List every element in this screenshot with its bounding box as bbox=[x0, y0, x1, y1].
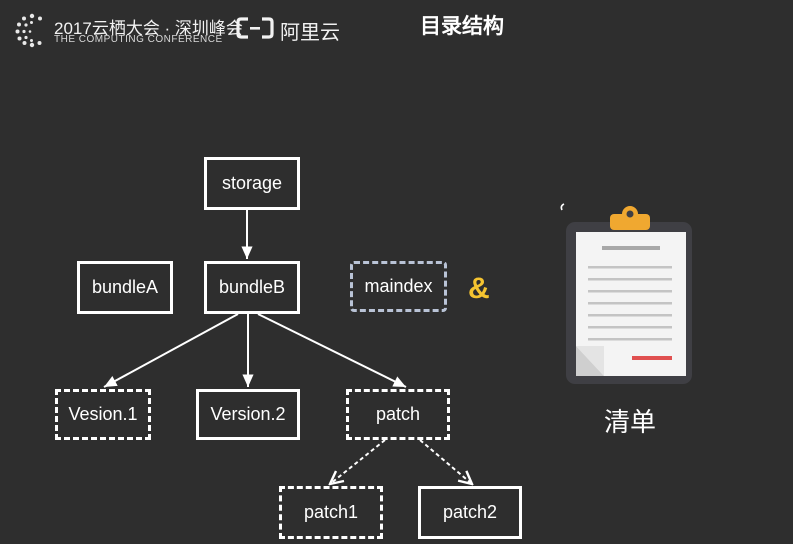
clipboard-icon bbox=[560, 203, 692, 384]
node-maindex: maindex bbox=[350, 261, 447, 312]
node-storage: storage bbox=[204, 157, 300, 210]
page-title: 目录结构 bbox=[420, 15, 504, 38]
edge-patch-patch2 bbox=[419, 439, 472, 484]
conference-subtitle: THE COMPUTING CONFERENCE bbox=[54, 34, 223, 45]
node-patch2-label: patch2 bbox=[442, 502, 498, 522]
node-vesion1-label: Vesion.1 bbox=[68, 404, 138, 424]
node-patch: patch bbox=[346, 389, 450, 440]
node-patch-label: patch bbox=[375, 404, 421, 424]
conference-logo-icon bbox=[15, 13, 42, 48]
aliyun-logo: 阿里云 bbox=[236, 14, 346, 44]
node-maindex-label: maindex bbox=[364, 276, 433, 296]
node-patch1-label: patch1 bbox=[303, 502, 359, 522]
node-version2: Version.2 bbox=[196, 389, 300, 440]
node-patch2: patch2 bbox=[418, 486, 522, 539]
edge-bundleB-vesion1 bbox=[103, 313, 239, 388]
aliyun-logo-icon bbox=[236, 17, 274, 39]
ampersand: & bbox=[468, 272, 490, 305]
list-label: 清单 bbox=[604, 407, 657, 437]
edge-bundleB-patch bbox=[257, 313, 407, 388]
node-version2-label: Version.2 bbox=[210, 404, 286, 424]
node-bundleB: bundleB bbox=[204, 261, 300, 314]
node-storage-label: storage bbox=[221, 173, 283, 193]
aliyun-text: 阿里云 bbox=[280, 22, 340, 44]
node-patch1: patch1 bbox=[279, 486, 383, 539]
edge-patch-patch1 bbox=[330, 439, 386, 484]
conference-title: 2017云栖大会 · 深圳峰会 bbox=[54, 19, 243, 38]
node-vesion1: Vesion.1 bbox=[55, 389, 151, 440]
node-bundleA: bundleA bbox=[77, 261, 173, 314]
header: 2017云栖大会 · 深圳峰会 THE COMPUTING CONFERENCE… bbox=[0, 0, 793, 56]
node-bundleA-label: bundleA bbox=[91, 277, 159, 297]
node-bundleB-label: bundleB bbox=[218, 277, 286, 297]
conference-logo: 2017云栖大会 · 深圳峰会 THE COMPUTING CONFERENCE bbox=[14, 12, 244, 48]
